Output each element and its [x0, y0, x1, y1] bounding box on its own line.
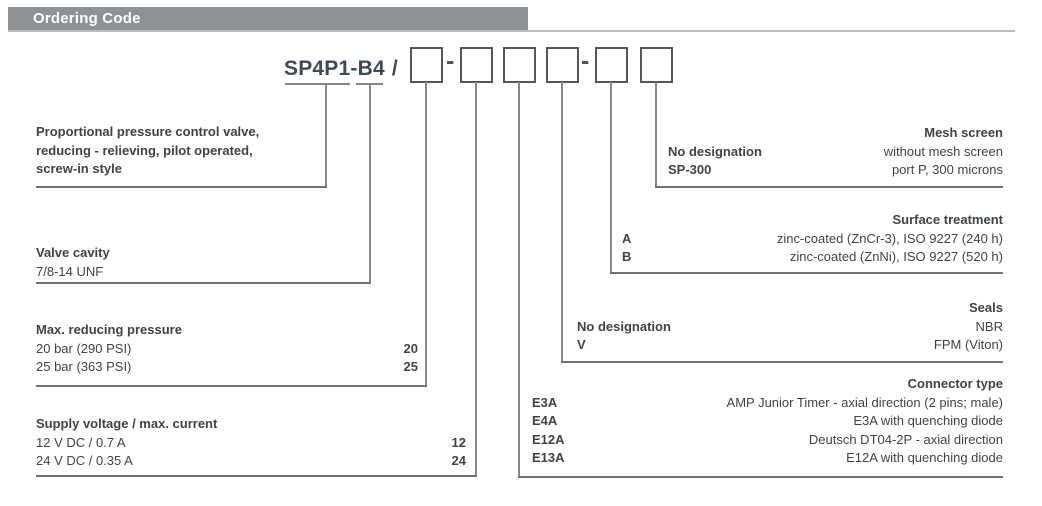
- table-supply-voltage: Supply voltage / max. current 12 V DC / …: [36, 415, 466, 471]
- row-code: 24: [451, 453, 466, 468]
- row-code: E12A: [532, 431, 565, 447]
- row-label: NBR: [975, 318, 1003, 334]
- code-box-6: [640, 47, 673, 83]
- row-code: No designation: [577, 318, 671, 334]
- row-label: FPM (Viton): [933, 337, 1003, 352]
- model-suffix: B4: [357, 57, 385, 80]
- row-label: 20 bar (290 PSI): [36, 340, 132, 356]
- leader-line-box4: [561, 82, 563, 361]
- code-box-5: [595, 47, 628, 83]
- rule-connector-type: [518, 476, 1003, 478]
- row-label: E12A with quenching diode: [846, 450, 1003, 465]
- leader-line-box1: [425, 82, 427, 385]
- row-label: E3A with quenching diode: [853, 413, 1003, 428]
- table-row: 12 V DC / 0.7 A 12: [36, 434, 466, 453]
- row-label: without mesh screen: [883, 143, 1003, 159]
- row-label: zinc-coated (ZnCr-3), ISO 9227 (240 h): [776, 230, 1003, 246]
- leader-line-prefix: [325, 83, 327, 186]
- description-line: reducing - relieving, pilot operated,: [36, 142, 253, 158]
- row-label: 12 V DC / 0.7 A: [36, 434, 126, 450]
- table-row: 7/8-14 UNF: [36, 263, 336, 282]
- table-title: Surface treatment: [892, 212, 1003, 227]
- row-label: port P, 300 microns: [891, 162, 1003, 177]
- rule-description: [36, 186, 327, 188]
- model-slash: /: [391, 57, 398, 80]
- leader-line-box3: [518, 82, 520, 476]
- table-description: Proportional pressure control valve, red…: [36, 123, 328, 179]
- table-title: Connector type: [907, 376, 1003, 391]
- section-header-bar: Ordering Code: [8, 7, 528, 31]
- row-label: Deutsch DT04-2P - axial direction: [808, 431, 1003, 447]
- table-row: V FPM (Viton): [577, 336, 1003, 355]
- model-prefix: SP4P1: [284, 57, 351, 80]
- row-code: E3A: [532, 394, 558, 410]
- table-title: Valve cavity: [36, 245, 110, 260]
- rule-valve-cavity: [36, 282, 371, 284]
- rule-surface-treatment: [610, 272, 1003, 274]
- row-code: No designation: [668, 143, 762, 159]
- row-code: V: [577, 337, 586, 352]
- table-row: E13A E12A with quenching diode: [532, 449, 1003, 468]
- leader-line-box2: [475, 82, 477, 475]
- table-row: No designation NBR: [577, 318, 1003, 337]
- table-title: Mesh screen: [924, 125, 1003, 140]
- row-code: 20: [403, 340, 418, 356]
- code-separator-dash-2: -: [581, 47, 590, 75]
- model-dash: -: [350, 57, 358, 80]
- model-underline-prefix: [285, 83, 350, 85]
- rule-seals: [561, 361, 1003, 363]
- table-row: 24 V DC / 0.35 A 24: [36, 452, 466, 471]
- table-row: 25 bar (363 PSI) 25: [36, 358, 418, 377]
- row-label: 24 V DC / 0.35 A: [36, 453, 133, 468]
- table-row: E3A AMP Junior Timer - axial direction (…: [532, 394, 1003, 413]
- description-line: screw-in style: [36, 161, 122, 176]
- code-box-4: [546, 47, 579, 83]
- table-seals: Seals No designation NBR V FPM (Viton): [577, 299, 1003, 355]
- rule-supply-voltage: [36, 475, 477, 477]
- row-code: A: [622, 230, 632, 246]
- row-code: SP-300: [668, 162, 712, 177]
- table-connector-type: Connector type E3A AMP Junior Timer - ax…: [532, 375, 1003, 468]
- leader-line-box5: [610, 82, 612, 272]
- row-label: 25 bar (363 PSI): [36, 359, 132, 374]
- row-code: 12: [451, 434, 466, 450]
- row-code: E4A: [532, 413, 558, 428]
- leader-line-suffix: [369, 83, 371, 282]
- table-surface-treatment: Surface treatment A zinc-coated (ZnCr-3)…: [622, 211, 1003, 267]
- code-separator-dash-1: -: [446, 47, 455, 75]
- table-title: Seals: [969, 300, 1003, 315]
- table-row: E12A Deutsch DT04-2P - axial direction: [532, 431, 1003, 450]
- table-title: Supply voltage / max. current: [36, 416, 218, 431]
- table-row: SP-300 port P, 300 microns: [668, 161, 1003, 180]
- row-code: B: [622, 249, 632, 264]
- row-label: zinc-coated (ZnNi), ISO 9227 (520 h): [789, 249, 1003, 264]
- row-label: AMP Junior Timer - axial direction (2 pi…: [726, 394, 1003, 410]
- row-label: 7/8-14 UNF: [36, 263, 104, 279]
- table-row: No designation without mesh screen: [668, 143, 1003, 162]
- table-row: B zinc-coated (ZnNi), ISO 9227 (520 h): [622, 248, 1003, 267]
- row-code: 25: [403, 359, 418, 374]
- code-box-2: [460, 47, 493, 83]
- row-code: E13A: [532, 450, 565, 465]
- description-line: Proportional pressure control valve,: [36, 124, 260, 139]
- code-box-1: [410, 47, 443, 83]
- model-code: SP4P1-B4 /: [284, 57, 398, 81]
- section-title: Ordering Code: [33, 10, 141, 27]
- leader-line-box6: [655, 82, 657, 186]
- table-mesh-screen: Mesh screen No designation without mesh …: [668, 124, 1003, 180]
- table-valve-cavity: Valve cavity 7/8-14 UNF: [36, 244, 336, 281]
- code-box-3: [503, 47, 536, 83]
- rule-mesh-screen: [655, 186, 1003, 188]
- rule-max-pressure: [36, 385, 427, 387]
- table-title: Max. reducing pressure: [36, 322, 182, 337]
- table-row: 20 bar (290 PSI) 20: [36, 340, 418, 359]
- table-row: E4A E3A with quenching diode: [532, 412, 1003, 431]
- table-max-reducing-pressure: Max. reducing pressure 20 bar (290 PSI) …: [36, 321, 418, 377]
- header-rule: [8, 30, 1015, 32]
- table-row: A zinc-coated (ZnCr-3), ISO 9227 (240 h): [622, 230, 1003, 249]
